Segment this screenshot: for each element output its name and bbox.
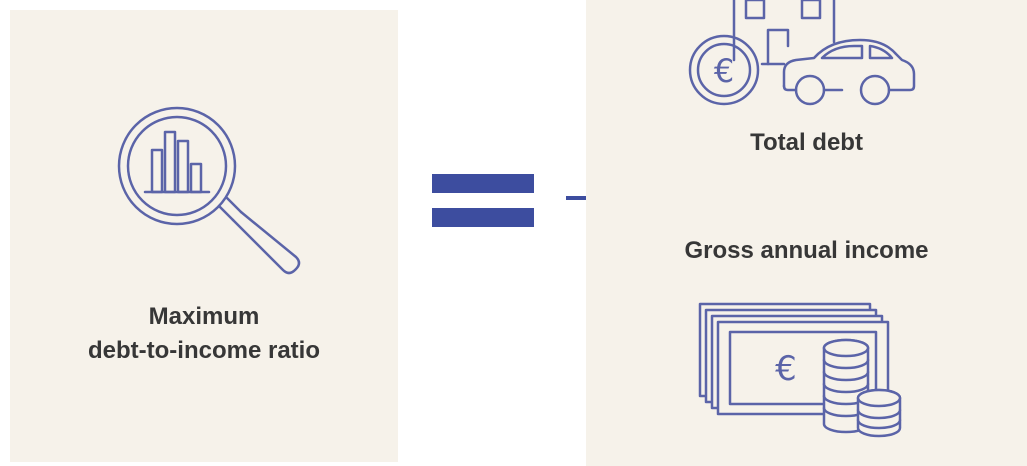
denominator-label: Gross annual income bbox=[684, 237, 929, 264]
euro-glyph: € bbox=[775, 349, 797, 389]
house-car-euro-coin-icon: € bbox=[688, 0, 916, 106]
ratio-title-line-2: debt-to-income ratio bbox=[88, 337, 320, 364]
euro-glyph: € bbox=[714, 52, 734, 90]
numerator-label: Total debt bbox=[750, 129, 863, 156]
equals-icon bbox=[432, 174, 534, 228]
equals-bar-top bbox=[432, 174, 534, 193]
left-panel: Maximum debt-to-income ratio bbox=[10, 10, 398, 462]
right-panel: € Total debt Gross annual income € bbox=[586, 0, 1027, 466]
ratio-title-line-1: Maximum bbox=[148, 303, 260, 330]
magnifier-bar-chart-icon bbox=[117, 106, 301, 275]
euro-banknotes-coins-icon: € bbox=[698, 302, 902, 438]
equals-bar-bottom bbox=[432, 208, 534, 227]
